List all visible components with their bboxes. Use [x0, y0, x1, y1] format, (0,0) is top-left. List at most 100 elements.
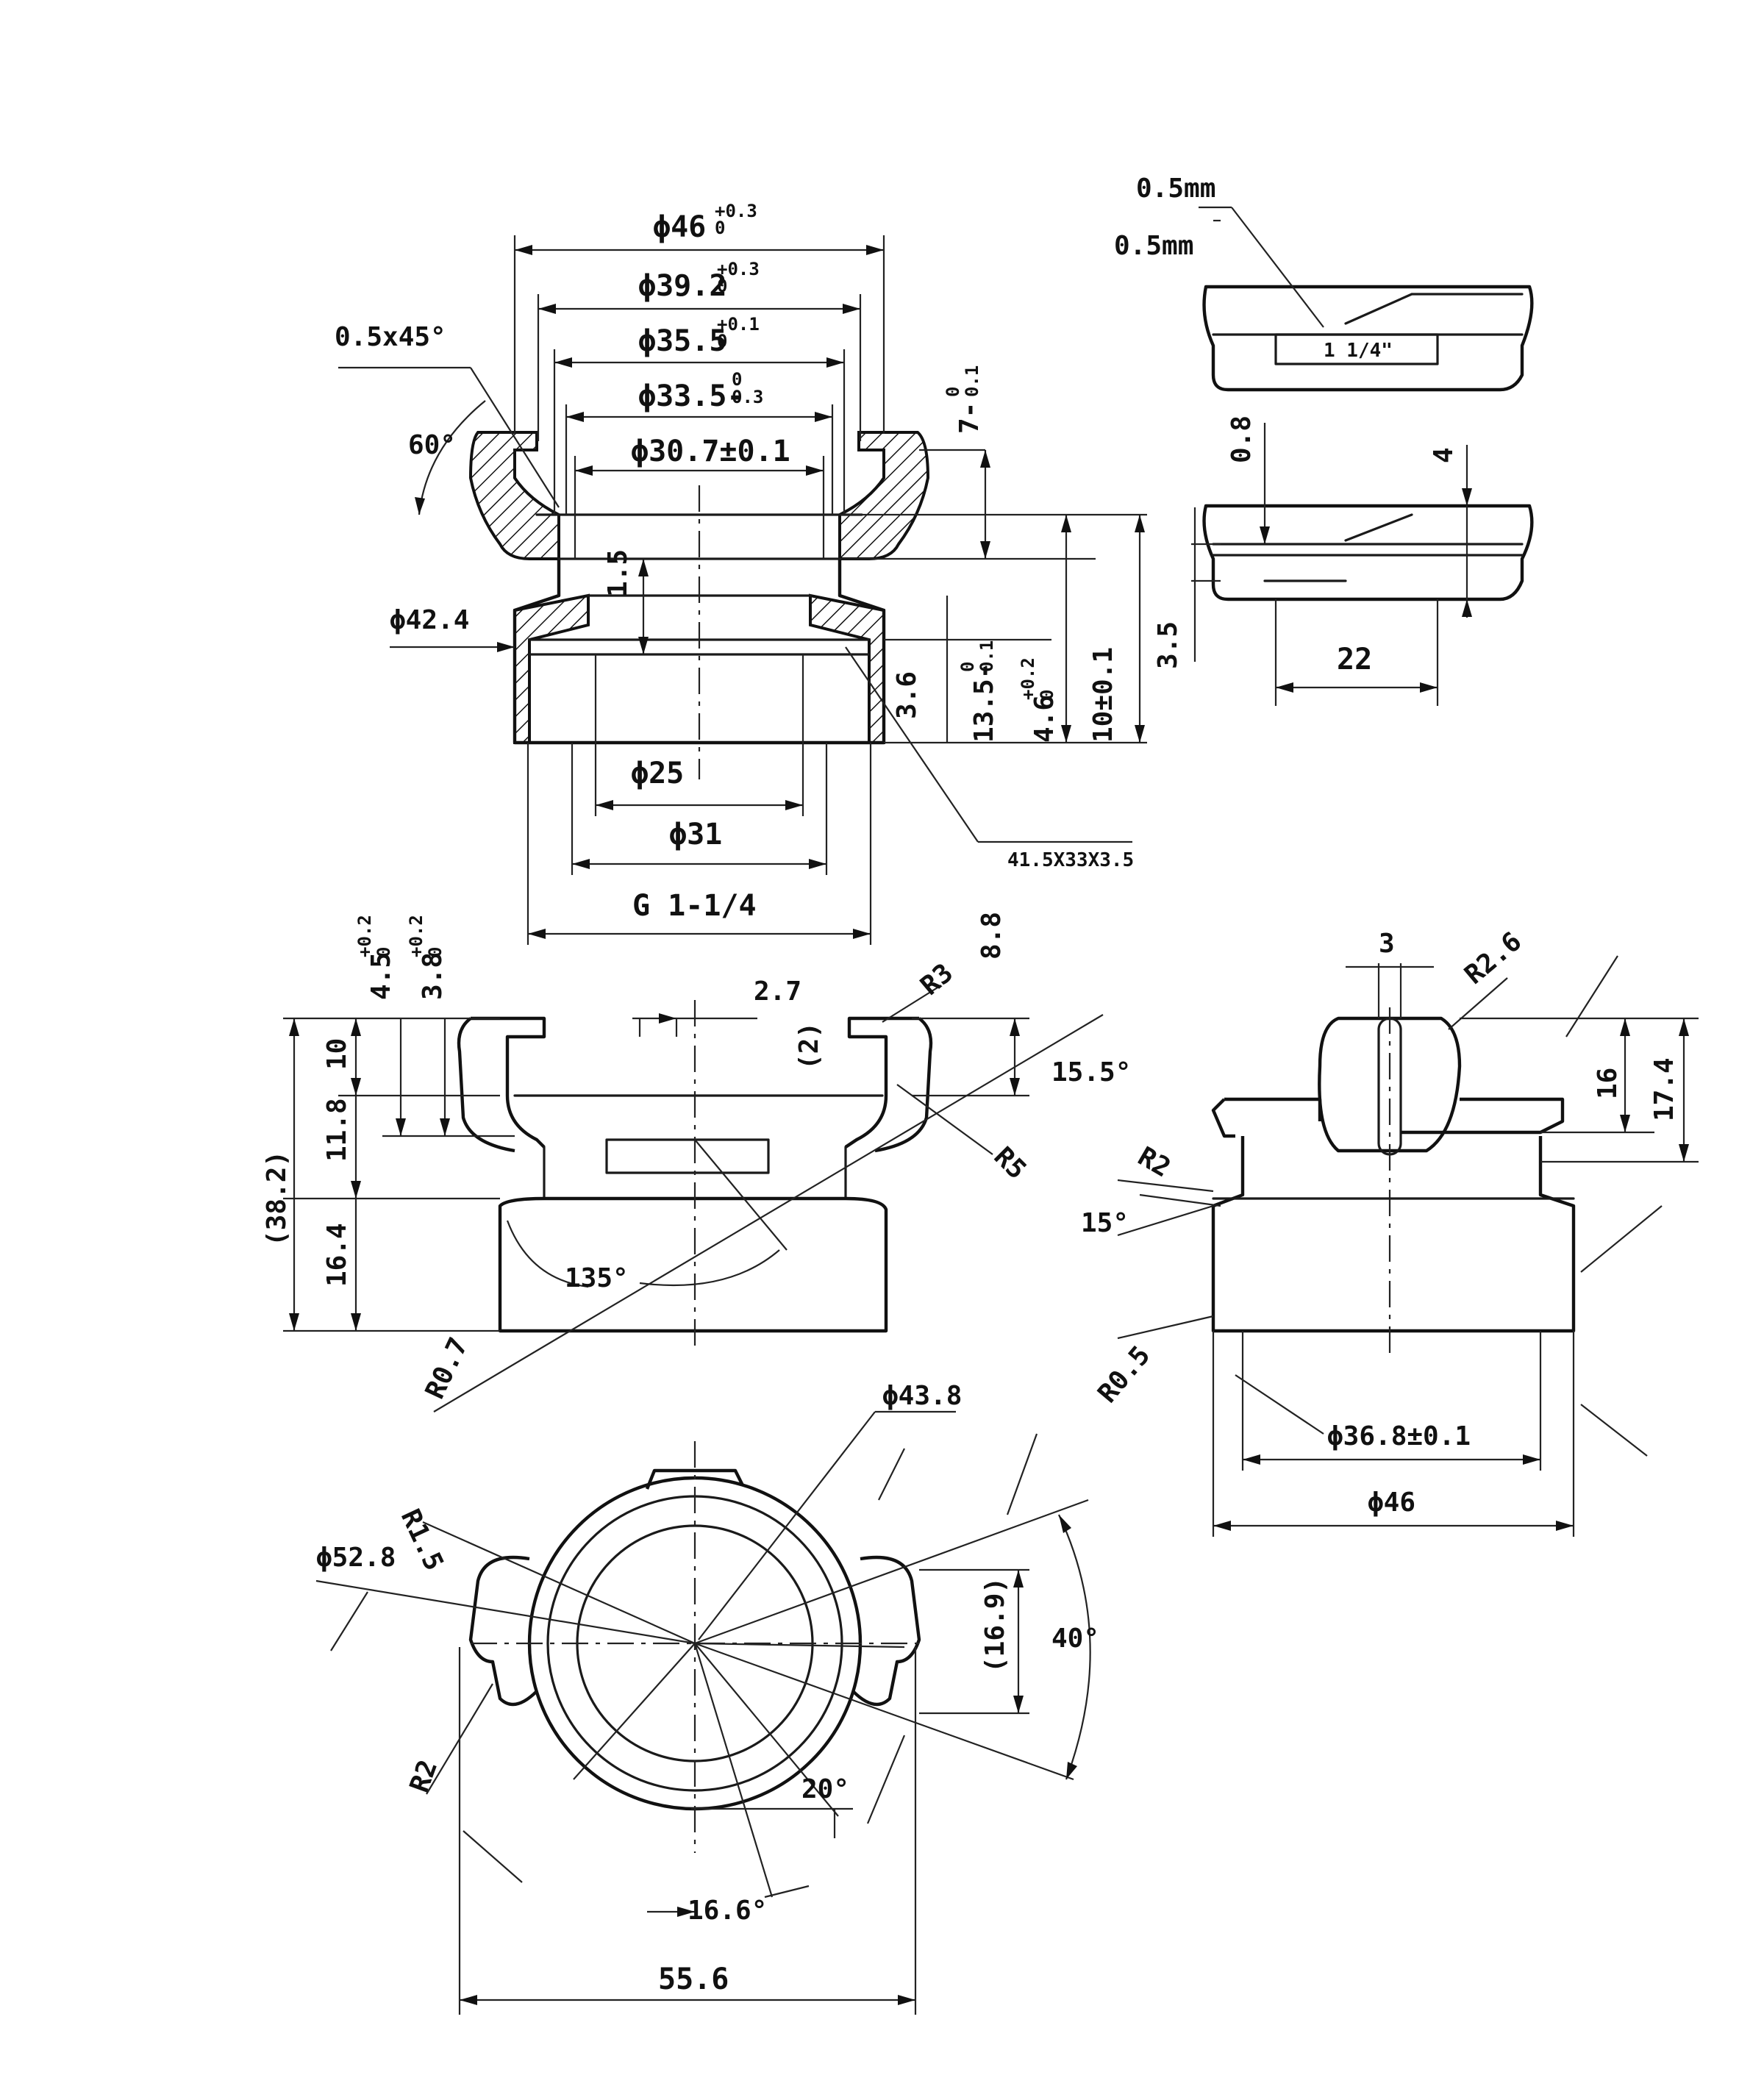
marking-label: 1 1/4"	[1324, 340, 1393, 362]
right-flange	[1211, 1097, 1565, 1138]
dim-4-label: 4	[1429, 447, 1459, 463]
dim-10-label: 10±0.1	[1088, 647, 1118, 743]
dia-25-label: ϕ25	[631, 757, 684, 790]
dim-16-4-label: 16.4	[322, 1223, 352, 1287]
dim-8-8-label: 8.8	[976, 912, 1007, 960]
dim-13-5-tol-lower: 0.1	[976, 640, 997, 672]
dim-4-5-tol-upper: +0.2	[354, 915, 375, 957]
angle-40-label: 40°	[1051, 1624, 1099, 1654]
bottom-view-labels: ϕ43.8 R1.5 ϕ52.8 (16.9) 40° R2 20° 16.6°…	[316, 1381, 1099, 1996]
angle-20-label: 20°	[801, 1774, 849, 1804]
dim-7-tol-lower: 0.1	[962, 365, 982, 397]
dim-7-tol-upper: 0	[943, 387, 963, 397]
dim-4-6-tol-upper: +0.2	[1018, 657, 1038, 700]
thread-label: G 1-1/4	[632, 889, 757, 923]
dia-35-5-label: ϕ35.5	[638, 324, 726, 358]
side-view	[283, 985, 1104, 1412]
dim-3-8-tol-lower: 0	[425, 947, 446, 957]
dia-52-8-label: ϕ52.8	[316, 1543, 396, 1573]
right-body	[1211, 1136, 1576, 1333]
bottom-view	[315, 1410, 1091, 2015]
section-hatch-left	[468, 431, 560, 560]
dim-16-label: 16	[1593, 1068, 1623, 1099]
side-upper-profile	[457, 1016, 546, 1153]
note-0-5mm-second: 0.5mm	[1114, 231, 1193, 261]
angle-135-label: 135°	[565, 1263, 629, 1293]
dia-30-7-label: ϕ30.7±0.1	[631, 435, 790, 468]
left-lug	[468, 1555, 538, 1707]
top-notch	[645, 1468, 744, 1490]
right-lug	[851, 1555, 921, 1707]
dim-3-8-tol-upper: +0.2	[406, 915, 426, 957]
chamfer-label: 0.5x45°	[335, 322, 446, 352]
dia-33-5-tol-lower: 0.3	[732, 387, 763, 407]
radius-r2-6-label: R2.6	[1459, 926, 1527, 990]
radius-r1-5-label: R1.5	[395, 1504, 449, 1575]
front-section-view	[338, 235, 1147, 945]
dia-39-2-tol-lower: 0	[717, 276, 727, 296]
dia-31-label: ϕ31	[669, 818, 722, 851]
side-upper-profile-right	[844, 1016, 933, 1153]
angle-15-5-label: 15.5°	[1051, 1057, 1131, 1088]
dia-33-5-label: ϕ33.5-	[638, 379, 745, 413]
dim-4-6-label: 4.6	[1029, 695, 1060, 743]
section-body-outline	[513, 559, 886, 745]
dim-3-5-label: 3.5	[1153, 621, 1183, 669]
dim-38-2-label: (38.2)	[262, 1151, 292, 1246]
dia-35-5-tol-upper: +0.1	[717, 314, 760, 335]
section-hatch-right	[838, 431, 930, 560]
dia-46-tol-lower: 0	[715, 218, 725, 238]
dia-42-4-label: ϕ42.4	[390, 605, 469, 635]
top-right-detail	[1191, 206, 1534, 706]
dia-36-8-label: ϕ36.8±0.1	[1327, 1421, 1471, 1451]
angle-16-6-label: 16.6°	[688, 1896, 767, 1926]
right-top-lug	[1318, 1016, 1462, 1153]
dia-43-8-label: ϕ43.8	[882, 1381, 962, 1411]
dim-11-8-label: 11.8	[322, 1098, 352, 1162]
right-view	[1117, 955, 1699, 1537]
dia-46-tol-upper: +0.3	[715, 201, 757, 221]
dim-55-6-label: 55.6	[658, 1963, 729, 1996]
dia-46-label: ϕ46	[653, 210, 706, 244]
dim-13-5-label: 13.5-	[969, 663, 999, 743]
dim-3-6-label: 3.6	[892, 671, 922, 719]
dia-33-5-tol-upper: 0	[732, 369, 742, 390]
section-hatch-left-lower	[513, 593, 590, 744]
dim-17-4-label: 17.4	[1649, 1057, 1679, 1121]
dim-3-8-label: 3.8	[418, 952, 448, 1000]
side-lower-body	[498, 1196, 888, 1333]
dim-2-paren-label: (2)	[794, 1022, 824, 1070]
radius-r5-label: R5	[988, 1141, 1032, 1185]
front-section-labels: ϕ46 +0.3 0 ϕ39.2 +0.3 0 ϕ35.5 +0.1 0 ϕ33…	[335, 201, 1134, 923]
dim-1-5-label: 1.5	[603, 549, 633, 597]
dia-39-2-label: ϕ39.2	[638, 269, 726, 303]
angle-40-arc	[1058, 1514, 1091, 1780]
angle-60-label: 60°	[408, 430, 456, 460]
radius-r3-label: R3	[915, 958, 959, 1001]
dim-13-5-tol-upper: 0	[957, 662, 978, 672]
dim-10-side-label: 10	[322, 1038, 352, 1070]
dia-39-2-tol-upper: +0.3	[717, 259, 760, 279]
note-0-5mm-top: 0.5mm	[1136, 174, 1215, 204]
marking-box	[1274, 333, 1439, 365]
dim-4-5-label: 4.5	[366, 952, 396, 1000]
right-view-labels: 3 R2.6 16 17.4 R2 15° R0.5 ϕ36.8±0.1 ϕ46	[1081, 926, 1679, 1518]
dim-16-9-label: (16.9)	[980, 1577, 1010, 1673]
dim-0-8-label: 0.8	[1226, 415, 1257, 463]
dim-3-label: 3	[1379, 929, 1395, 959]
dim-4-6-tol-lower: 0	[1037, 690, 1057, 700]
radius-r2-bottom-label: R2	[404, 1756, 443, 1796]
detail-lower-profile	[1202, 504, 1534, 601]
detail-top-profile	[1202, 285, 1534, 392]
dim-4-5-tol-lower: 0	[374, 947, 394, 957]
section-hatch-right-lower	[809, 593, 885, 744]
angle-15-label: 15°	[1081, 1208, 1129, 1238]
top-right-labels: 0.5mm 0.5mm 1 1/4" 0.8 4 3.5 22	[1114, 174, 1459, 676]
dim-2-7-label: 2.7	[754, 976, 801, 1007]
dim-22-label: 22	[1337, 643, 1372, 676]
radius-r2-right-label: R2	[1133, 1141, 1176, 1183]
oring-label: 41.5X33X3.5	[1007, 849, 1134, 871]
dia-46-right-label: ϕ46	[1368, 1488, 1415, 1518]
dim-7-label: 7-	[954, 402, 985, 434]
